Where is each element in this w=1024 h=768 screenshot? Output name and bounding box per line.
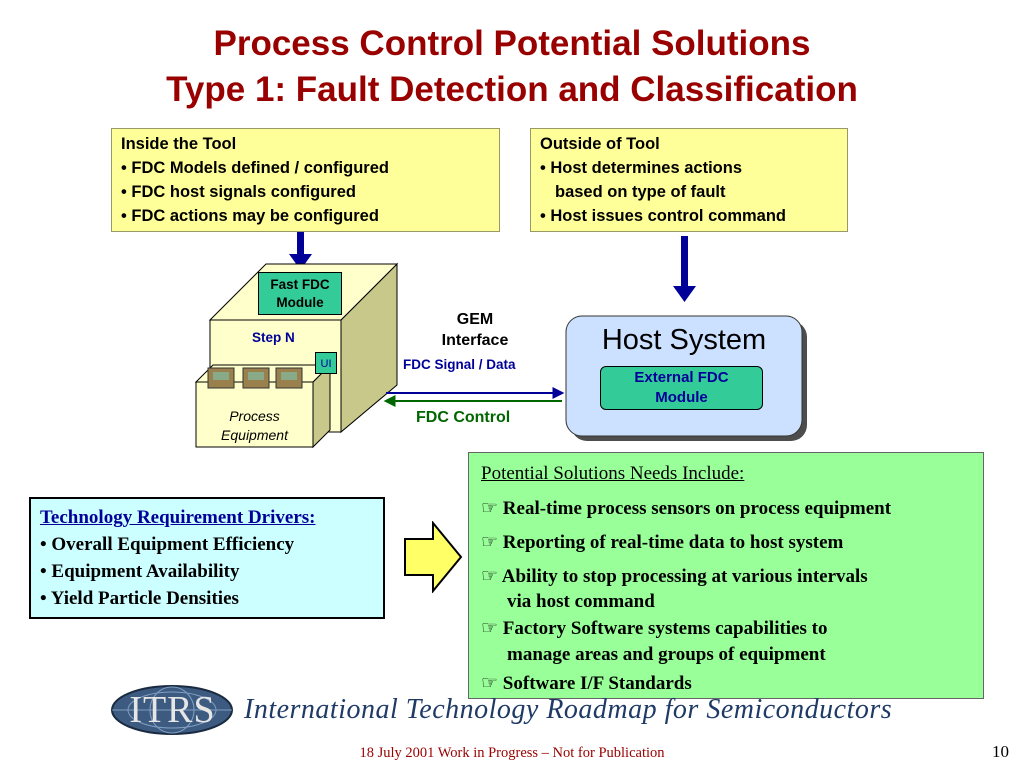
pointing-hand-icon: ☞: [481, 498, 499, 519]
pointing-hand-icon: ☞: [481, 566, 499, 587]
solution-item-cont: via host command: [507, 591, 655, 612]
pointing-hand-icon: ☞: [481, 532, 499, 553]
down-arrow-left: [289, 232, 312, 270]
outside-tool-callout: Outside of Tool • Host determines action…: [530, 128, 848, 232]
solution-item-cont: manage areas and groups of equipment: [507, 644, 826, 665]
inside-tool-bullet: • FDC Models defined / configured: [121, 159, 389, 177]
inside-tool-bullet: • FDC actions may be configured: [121, 207, 379, 225]
itrs-wordmark: ITRS: [129, 689, 216, 731]
external-fdc-module: External FDC Module: [600, 366, 763, 410]
potential-solutions-box: Potential Solutions Needs Include: ☞ Rea…: [468, 452, 984, 699]
page-number: 10: [992, 742, 1009, 761]
solution-item: ☞ Ability to stop processing at various …: [481, 566, 868, 587]
wafer-chamber-icon: [242, 367, 270, 389]
fast-fdc-module: Fast FDC Module: [258, 272, 342, 315]
fdc-control-label: FDC Control: [416, 409, 511, 426]
inside-tool-heading: Inside the Tool: [121, 135, 237, 153]
block-arrow-right: [404, 521, 463, 593]
down-arrow-right: [673, 236, 696, 302]
fdc-signal-data-label: FDC Signal / Data: [403, 357, 516, 372]
driver-item: • Overall Equipment Efficiency: [40, 534, 295, 555]
solution-item: ☞ Real-time process sensors on process e…: [481, 498, 892, 519]
ui-panel: UI: [315, 352, 337, 374]
inside-tool-bullet: • FDC host signals configured: [121, 183, 356, 201]
outside-tool-bullet-cont: based on type of fault: [555, 183, 726, 201]
process-equipment-label: Process Equipment: [221, 408, 288, 443]
globe-icon: [111, 685, 233, 735]
requirement-drivers-box: Technology Requirement Drivers: • Overal…: [29, 497, 385, 619]
solution-item: ☞ Software I/F Standards: [481, 673, 692, 694]
drivers-heading: Technology Requirement Drivers:: [40, 507, 316, 528]
driver-item: • Equipment Availability: [40, 561, 240, 582]
driver-item: • Yield Particle Densities: [40, 588, 239, 609]
wafer-chamber-icon: [275, 367, 303, 389]
itrs-logo: ITRS: [110, 684, 235, 736]
outside-tool-heading: Outside of Tool: [540, 135, 660, 153]
host-system-title: Host System: [601, 324, 767, 356]
outside-tool-bullet: • Host issues control command: [540, 207, 787, 225]
itrs-full-name: International Technology Roadmap for Sem…: [244, 694, 893, 725]
gem-interface-label: GEM Interface: [441, 311, 509, 349]
inside-tool-callout: Inside the Tool • FDC Models defined / c…: [111, 128, 500, 232]
step-label: Step N: [252, 330, 295, 345]
solutions-heading: Potential Solutions Needs Include:: [481, 463, 745, 484]
slide-title-line1: Process Control Potential Solutions: [213, 24, 811, 63]
slide-title-line2: Type 1: Fault Detection and Classificati…: [166, 70, 858, 109]
wafer-chamber-icon: [207, 367, 235, 389]
outside-tool-bullet: • Host determines actions: [540, 159, 743, 177]
pointing-hand-icon: ☞: [481, 618, 499, 639]
solution-item: ☞ Reporting of real-time data to host sy…: [481, 532, 844, 553]
solution-item: ☞ Factory Software systems capabilities …: [481, 618, 828, 639]
pointing-hand-icon: ☞: [481, 673, 499, 694]
footer-text: 18 July 2001 Work in Progress – Not for …: [359, 745, 665, 761]
